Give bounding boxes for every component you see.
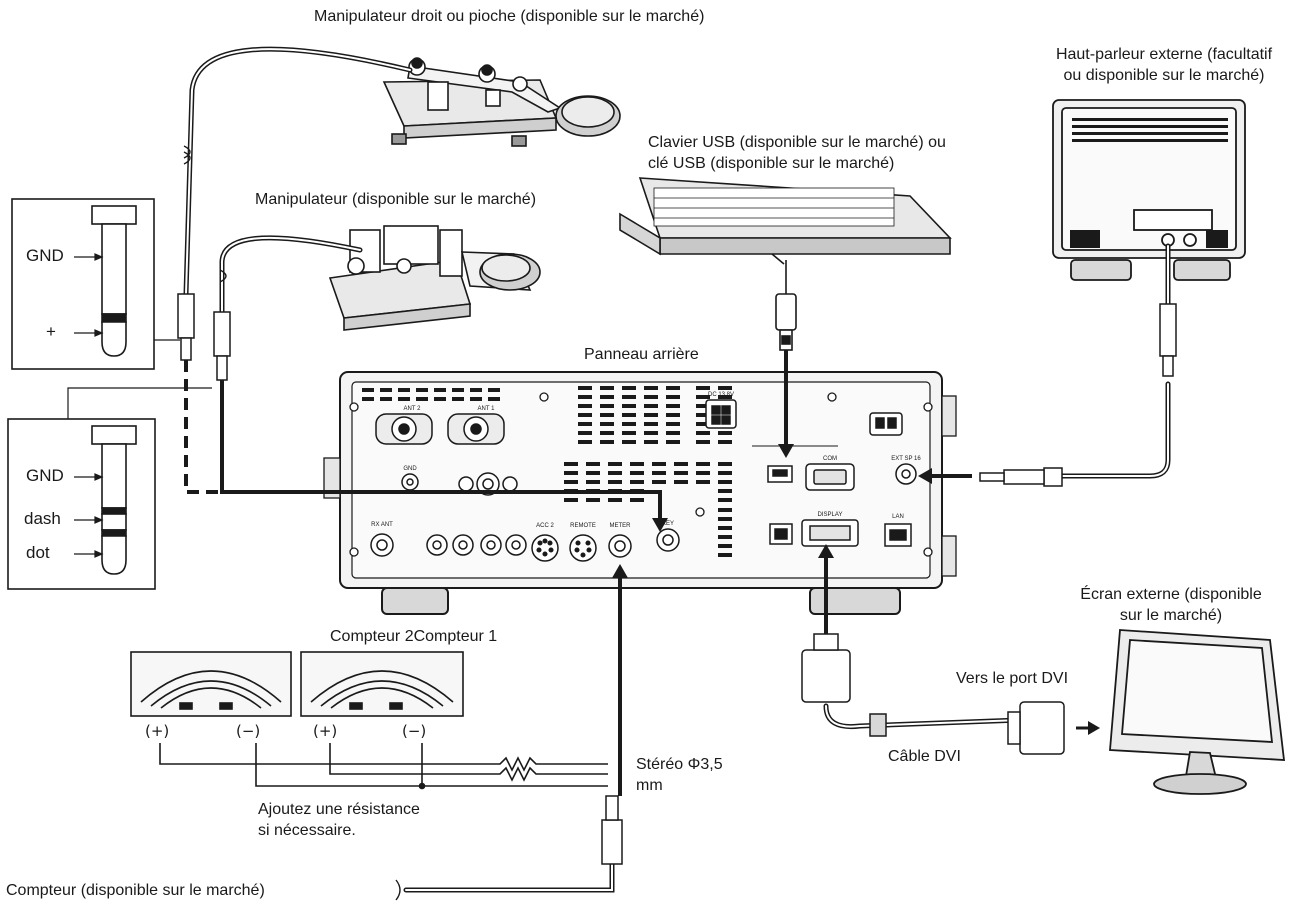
arrow-heads [612, 444, 1100, 735]
meter-2 [130, 651, 292, 717]
external-speaker-label-line1: Haut-parleur externe (facultatif [1055, 46, 1273, 63]
cable-break-marks [183, 145, 401, 901]
straight-key [382, 57, 621, 147]
port-label-rx-ant: RX ANT [371, 522, 393, 528]
external-display-label-line1: Écran externe (disponible [1080, 586, 1262, 603]
resistor-note-line2: si nécessaire. [258, 822, 356, 839]
external-display-label-line2: sur le marché) [1119, 607, 1223, 624]
jack-plugs [177, 293, 1177, 865]
plug-box-paddle [7, 418, 156, 590]
port-label-ant1: ANT 1 [478, 406, 496, 412]
stereo-label: Stéréo Φ3,5 mm [636, 754, 723, 796]
port-label-ext-sp: EXT SP 16 [891, 456, 921, 462]
port-label-dc: DC 13.8V [708, 392, 734, 398]
external-monitor [1109, 629, 1286, 795]
fuse-connector [869, 412, 903, 436]
panel-screws [349, 392, 933, 557]
external-speaker-label-line2: ou disponible sur le marché) [1063, 67, 1265, 84]
resistor-note: Ajoutez une résistance si nécessaire. [258, 799, 420, 841]
resistor-note-line1: Ajoutez une résistance [258, 801, 420, 818]
plug-paddle-gnd-label: GND [26, 466, 64, 485]
paddle-key-label: Manipulateur (disponible sur le marché) [255, 191, 537, 208]
meter2-plus: (+) [145, 722, 170, 740]
usb-keyboard-label-line1: Clavier USB (disponible sur le marché) o… [648, 134, 946, 151]
pointer-lines [67, 339, 212, 419]
connection-lines [184, 350, 1092, 796]
usb-keyboard [619, 177, 952, 351]
port-label-key: KEY [662, 521, 674, 527]
antenna-connectors [375, 413, 505, 445]
dvi-port-label: Vers le port DVI [956, 670, 1069, 687]
rear-panel-label: Panneau arrière [584, 346, 699, 363]
port-label-lan: LAN [892, 514, 904, 520]
port-label-com: COM [823, 456, 837, 462]
usb-keyboard-label-line2: clé USB (disponible sur le marché) [648, 155, 895, 172]
panel-port-labels: KEY METER REMOTE ACC 2 RX ANT EXT SP 16 … [371, 392, 921, 529]
port-label-display: DISPLAY [818, 512, 843, 518]
port-label-gnd: GND [403, 466, 417, 472]
meter-1 [300, 651, 464, 717]
meter1-minus: (−) [402, 722, 427, 740]
plug-box-straight [11, 198, 155, 370]
paddle-key [328, 225, 541, 331]
stereo-label-line2: mm [636, 777, 663, 794]
external-speaker-label: Haut-parleur externe (facultatif ou disp… [1032, 44, 1296, 86]
port-label-meter: METER [610, 523, 632, 529]
speaker-grille [1070, 118, 1228, 248]
panel-jacks [370, 472, 527, 557]
meters-header-label: Compteur 2Compteur 1 [330, 628, 498, 645]
port-label-acc2: ACC 2 [536, 523, 554, 529]
dvi-cable-label: Câble DVI [888, 748, 961, 765]
port-label-remote: REMOTE [570, 523, 596, 529]
port-label-ant2: ANT 2 [404, 406, 422, 412]
meter-bottom-label: Compteur (disponible sur le marché) [6, 882, 265, 899]
plug-paddle-dash-label: dash [24, 509, 61, 528]
meter1-plus: (+) [313, 722, 338, 740]
straight-key-label: Manipulateur droit ou pioche (disponible… [314, 8, 705, 25]
plug-straight-gnd-label: GND [26, 246, 64, 265]
plug-straight-plus-label: + [46, 322, 56, 341]
dc-power-connector [705, 399, 737, 429]
plug-paddle-dot-label: dot [26, 543, 50, 562]
meter2-minus: (−) [236, 722, 261, 740]
digital-ports [767, 463, 917, 547]
meter-wiring [159, 743, 608, 790]
din-connectors [531, 528, 680, 562]
external-display-label: Écran externe (disponible sur le marché) [1040, 584, 1302, 626]
stereo-label-line1: Stéréo Φ3,5 [636, 756, 723, 773]
usb-keyboard-label: Clavier USB (disponible sur le marché) o… [648, 132, 946, 174]
